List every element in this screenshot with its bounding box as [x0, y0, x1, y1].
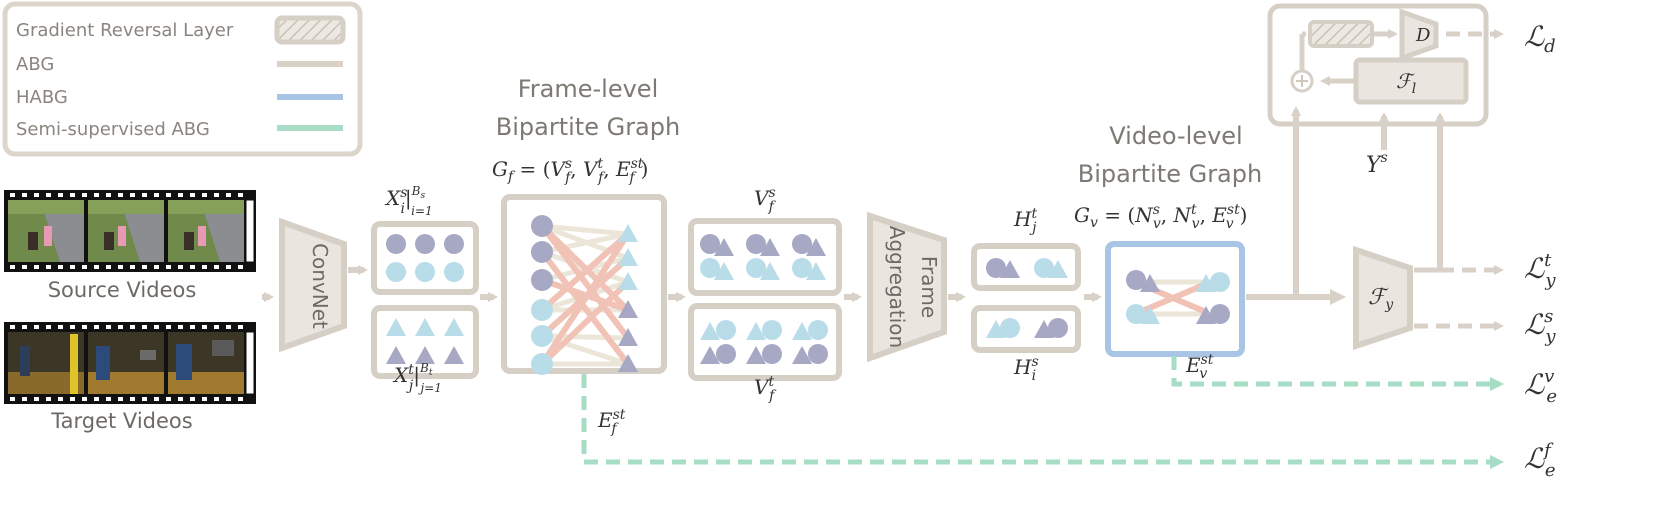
vf-target-box — [688, 303, 842, 381]
frame-graph-title-1: Frame-level — [518, 75, 659, 103]
legend-box — [2, 1, 363, 157]
target-frame-3 — [168, 332, 244, 394]
video-graph-title-2: Bipartite Graph — [1078, 160, 1262, 188]
target-frame-2 — [88, 332, 164, 394]
source-frame-3 — [168, 200, 244, 262]
source-frame-1 — [8, 200, 84, 262]
legend: Gradient Reversal Layer ABG HABG Semi-su… — [2, 1, 363, 157]
frame-aggregation-block: Aggregation Frame — [867, 211, 947, 363]
legend-swatch-grl — [274, 15, 346, 45]
video-graph-title-1: Video-level — [1109, 122, 1242, 150]
h-source-box — [971, 305, 1081, 353]
legend-label-habg: HABG — [16, 87, 68, 108]
video-graph-box — [1105, 241, 1245, 357]
arrow-loss-edge-frame — [581, 374, 1504, 469]
x-source-box — [371, 221, 479, 295]
convnet-block: ConvNet — [279, 217, 347, 353]
aggregation-label-2: Aggregation — [885, 226, 909, 348]
target-frame-1 — [8, 332, 84, 394]
ys-label: Ys — [1366, 150, 1388, 178]
h-target-box — [971, 243, 1081, 291]
target-video-strip — [4, 322, 256, 404]
legend-label-abg: ABG — [16, 54, 54, 75]
x-target-box — [371, 305, 479, 379]
feature-extractor-block — [1353, 57, 1469, 105]
legend-label-semi: Semi-supervised ABG — [16, 119, 210, 140]
domain-module: D ℱl — [1267, 3, 1489, 127]
source-videos-label: Source Videos — [48, 278, 197, 302]
target-videos-label: Target Videos — [50, 409, 192, 433]
vf-source-box — [688, 218, 842, 296]
discriminator-label: D — [1415, 25, 1431, 46]
legend-label-grl: Gradient Reversal Layer — [16, 20, 234, 41]
source-frame-2 — [88, 200, 164, 262]
source-video-strip — [4, 190, 256, 272]
discriminator-block — [1399, 8, 1439, 62]
convnet-label: ConvNet — [308, 243, 332, 329]
frame-graph-title-2: Bipartite Graph — [496, 113, 680, 141]
grl-block — [1308, 20, 1374, 48]
arrow-loss-edge-video — [1171, 356, 1504, 391]
classifier-block: ℱy — [1353, 245, 1413, 351]
loss-d-label: ℒd — [1524, 20, 1556, 57]
aggregation-label-1: Frame — [917, 256, 941, 318]
frame-graph-box — [501, 194, 667, 375]
feature-extractor-label: ℱl — [1396, 69, 1416, 97]
